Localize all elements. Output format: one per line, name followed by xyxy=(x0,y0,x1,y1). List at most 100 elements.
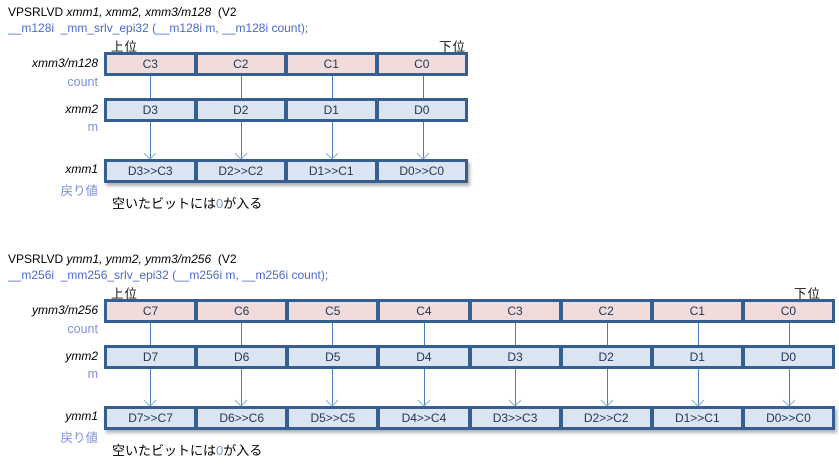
instruction-operands: xmm1, xmm2, xmm3/m128 xyxy=(66,5,212,19)
zero-fill-note: 空いたビットには0が入る xyxy=(112,440,262,459)
register-cell: C0 xyxy=(378,55,465,73)
register-cell: D1>>C1 xyxy=(288,162,375,180)
connector-arrows xyxy=(104,122,468,159)
register-role-label: count xyxy=(67,75,98,89)
register-cell: D2>>C2 xyxy=(562,409,650,427)
note-text: 空いたビットには xyxy=(112,443,217,458)
register-cell: C3 xyxy=(471,302,559,320)
instruction-operands: ymm1, ymm2, ymm3/m256 xyxy=(66,252,212,266)
connector-line xyxy=(652,323,743,345)
result-row: D3>>C3 D2>>C2 D1>>C1 D0>>C0 xyxy=(104,159,468,183)
register-role-label: 戻り値 xyxy=(60,431,98,445)
register-cell: D0 xyxy=(378,101,465,119)
connector-line xyxy=(378,323,469,345)
instruction-title: VPSRLVD ymm1, ymm2, ymm3/m256 (V2 xyxy=(8,252,237,266)
register-cell: C5 xyxy=(289,302,377,320)
connector-lines xyxy=(104,76,468,98)
down-arrow-icon xyxy=(104,122,195,159)
register-cell: D3>>C3 xyxy=(107,162,194,180)
register-name-label: xmm3/m128 xyxy=(31,56,98,70)
note-text: が入る xyxy=(223,443,263,458)
connector-line xyxy=(377,76,468,98)
down-arrow-icon xyxy=(287,369,378,406)
register-role-label: 戻り値 xyxy=(60,184,98,198)
intrinsic-signature: __m128i _mm_srlv_epi32 (__m128i m, __m12… xyxy=(8,21,309,35)
register-role-label: count xyxy=(67,322,98,336)
register-cell: D2 xyxy=(562,348,650,366)
instruction-mnemonic: VPSRLVD xyxy=(8,252,67,266)
instruction-mnemonic: VPSRLVD xyxy=(8,5,67,19)
intrinsic-signature: __m256i _mm256_srlv_epi32 (__m256i m, __… xyxy=(8,268,329,282)
connector-line xyxy=(104,76,195,98)
instruction-section-ymm: VPSRLVD ymm1, ymm2, ymm3/m256 (V2 __m256… xyxy=(0,247,839,468)
connector-line xyxy=(470,323,561,345)
down-arrow-icon xyxy=(195,122,286,159)
register-cell: C1 xyxy=(653,302,741,320)
down-arrow-icon xyxy=(470,369,561,406)
register-cell: D0>>C0 xyxy=(744,409,832,427)
register-cell: D4>>C4 xyxy=(380,409,468,427)
register-cell: D1 xyxy=(288,101,375,119)
register-cell: C3 xyxy=(107,55,194,73)
register-cell: C2 xyxy=(197,55,284,73)
register-cell: D6 xyxy=(198,348,286,366)
zero-highlight: 0 xyxy=(216,443,224,458)
register-cell: D5>>C5 xyxy=(289,409,377,427)
note-text: が入る xyxy=(223,196,263,211)
register-cell: C0 xyxy=(744,302,832,320)
down-arrow-icon xyxy=(378,369,469,406)
register-cell: D1 xyxy=(653,348,741,366)
connector-line xyxy=(744,323,835,345)
connector-arrows xyxy=(104,369,835,406)
register-cell: D6>>C6 xyxy=(198,409,286,427)
note-text: 空いたビットには xyxy=(112,196,217,211)
connector-line xyxy=(195,76,286,98)
instruction-section-xmm: VPSRLVD xmm1, xmm2, xmm3/m128 (V2 __m128… xyxy=(0,0,839,247)
instruction-title: VPSRLVD xmm1, xmm2, xmm3/m128 (V2 xyxy=(8,5,237,19)
register-cell: D3 xyxy=(107,101,194,119)
instruction-version: (V2 xyxy=(211,5,237,19)
register-cell: D2>>C2 xyxy=(197,162,284,180)
down-arrow-icon xyxy=(377,122,468,159)
register-cell: D4 xyxy=(380,348,468,366)
down-arrow-icon xyxy=(561,369,652,406)
register-cell: D7>>C7 xyxy=(107,409,195,427)
register-name-label: ymm2 xyxy=(65,349,98,363)
register-cell: D7 xyxy=(107,348,195,366)
result-row: D7>>C7 D6>>C6 D5>>C5 D4>>C4 D3>>C3 D2>>C… xyxy=(104,406,835,430)
register-cell: D3>>C3 xyxy=(471,409,559,427)
register-cell: D5 xyxy=(289,348,377,366)
source-row: D7 D6 D5 D4 D3 D2 D1 D0 xyxy=(104,345,835,369)
connector-line xyxy=(287,323,378,345)
register-name-label: ymm1 xyxy=(65,409,98,423)
connector-lines xyxy=(104,323,835,345)
register-cell: C1 xyxy=(288,55,375,73)
zero-fill-note: 空いたビットには0が入る xyxy=(112,193,262,212)
connector-line xyxy=(286,76,377,98)
count-row: C7 C6 C5 C4 C3 C2 C1 C0 xyxy=(104,299,835,323)
zero-highlight: 0 xyxy=(216,196,224,211)
register-name-label: xmm2 xyxy=(65,102,98,116)
down-arrow-icon xyxy=(744,369,835,406)
register-cell: D1>>C1 xyxy=(653,409,741,427)
register-name-label: ymm3/m256 xyxy=(31,303,98,317)
source-row: D3 D2 D1 D0 xyxy=(104,98,468,122)
down-arrow-icon xyxy=(286,122,377,159)
down-arrow-icon xyxy=(652,369,743,406)
register-cell: C2 xyxy=(562,302,650,320)
register-role-label: m xyxy=(87,120,98,134)
register-cell: D0 xyxy=(744,348,832,366)
register-cell: C7 xyxy=(107,302,195,320)
register-cell: C6 xyxy=(198,302,286,320)
register-cell: C4 xyxy=(380,302,468,320)
connector-line xyxy=(104,323,195,345)
register-name-label: xmm1 xyxy=(65,162,98,176)
down-arrow-icon xyxy=(104,369,195,406)
down-arrow-icon xyxy=(195,369,286,406)
register-cell: D0>>C0 xyxy=(378,162,465,180)
register-cell: D2 xyxy=(197,101,284,119)
instruction-version: (V2 xyxy=(211,252,237,266)
connector-line xyxy=(195,323,286,345)
connector-line xyxy=(561,323,652,345)
register-cell: D3 xyxy=(471,348,559,366)
